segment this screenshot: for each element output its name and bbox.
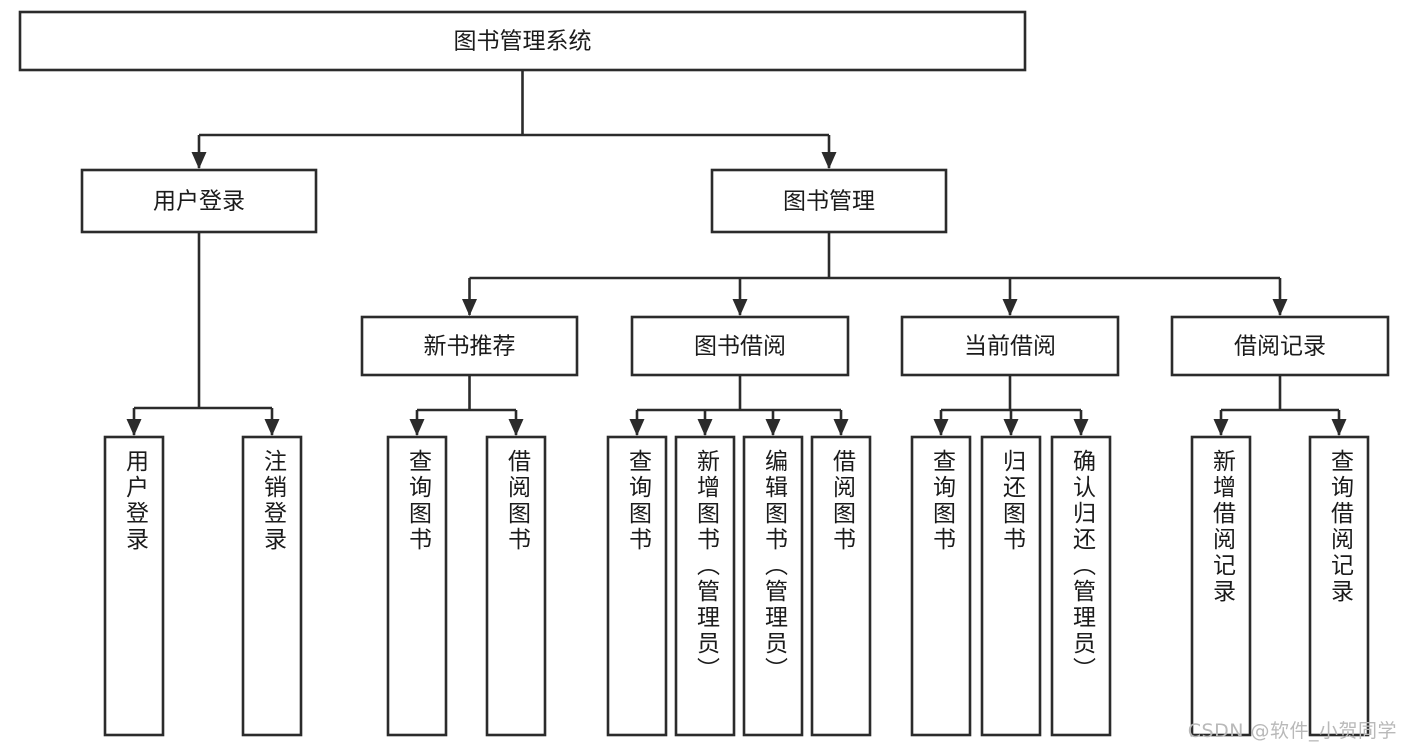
node-box-level3-1[interactable] — [630, 315, 850, 377]
node-box-level2-1[interactable] — [710, 168, 948, 234]
node-box-leaf-5[interactable] — [674, 435, 736, 737]
arrow-group-1-leaf-1 — [508, 419, 524, 436]
node-box-leaf-6[interactable] — [742, 435, 804, 737]
arrow-group-2-leaf-3 — [833, 419, 849, 436]
arrow-group-3-leaf-2 — [1073, 419, 1089, 436]
node-label-level3-3: 借阅记录 — [1234, 334, 1326, 360]
node-box-leaf-2[interactable] — [386, 435, 448, 737]
arrow-group-2-leaf-2 — [765, 419, 781, 436]
connector-lines-group — [126, 70, 1347, 436]
arrow-group-3-leaf-0 — [933, 419, 949, 436]
arrow-group-1-leaf-0 — [409, 419, 425, 436]
arrow-group-2-leaf-0 — [629, 419, 645, 436]
arrow-l2-to-l3-2 — [1002, 299, 1018, 316]
node-label-root: 图书管理系统 — [454, 29, 592, 55]
node-box-leaf-12[interactable] — [1308, 435, 1370, 737]
node-boxes-group — [18, 10, 1390, 737]
node-box-leaf-0[interactable] — [103, 435, 165, 737]
node-label-level3-1: 图书借阅 — [694, 334, 786, 360]
arrow-group-4-leaf-0 — [1213, 419, 1229, 436]
node-label-level2-1: 图书管理 — [783, 189, 875, 215]
node-box-level3-0[interactable] — [360, 315, 579, 377]
arrow-l2-to-l3-0 — [462, 299, 477, 316]
arrow-group-0-leaf-0 — [126, 419, 142, 436]
arrow-group-0-leaf-1 — [264, 419, 280, 436]
csdn-watermark: CSDN @软件_小贺同学 — [1187, 720, 1397, 742]
node-label-level3-0: 新书推荐 — [424, 334, 516, 360]
arrow-l2-to-l3-3 — [1272, 299, 1288, 316]
arrow-root-to-l2-1 — [821, 152, 837, 169]
node-box-leaf-1[interactable] — [241, 435, 303, 737]
arrow-group-4-leaf-1 — [1331, 419, 1347, 436]
arrow-group-3-leaf-1 — [1003, 419, 1019, 436]
node-box-root[interactable] — [18, 10, 1027, 72]
node-label-level3-2: 当前借阅 — [964, 334, 1056, 360]
node-box-level3-3[interactable] — [1170, 315, 1390, 377]
node-box-leaf-8[interactable] — [910, 435, 972, 737]
node-box-leaf-4[interactable] — [606, 435, 668, 737]
node-box-leaf-11[interactable] — [1190, 435, 1252, 737]
node-box-leaf-7[interactable] — [810, 435, 872, 737]
node-box-leaf-3[interactable] — [485, 435, 547, 737]
node-box-level3-2[interactable] — [900, 315, 1120, 377]
node-label-level2-0: 用户登录 — [153, 189, 245, 215]
arrow-group-2-leaf-1 — [697, 419, 713, 436]
node-box-leaf-10[interactable] — [1050, 435, 1112, 737]
arrow-l2-to-l3-1 — [732, 299, 748, 316]
node-box-level2-0[interactable] — [80, 168, 318, 234]
arrow-root-to-l2-0 — [191, 152, 207, 169]
node-box-leaf-9[interactable] — [980, 435, 1042, 737]
